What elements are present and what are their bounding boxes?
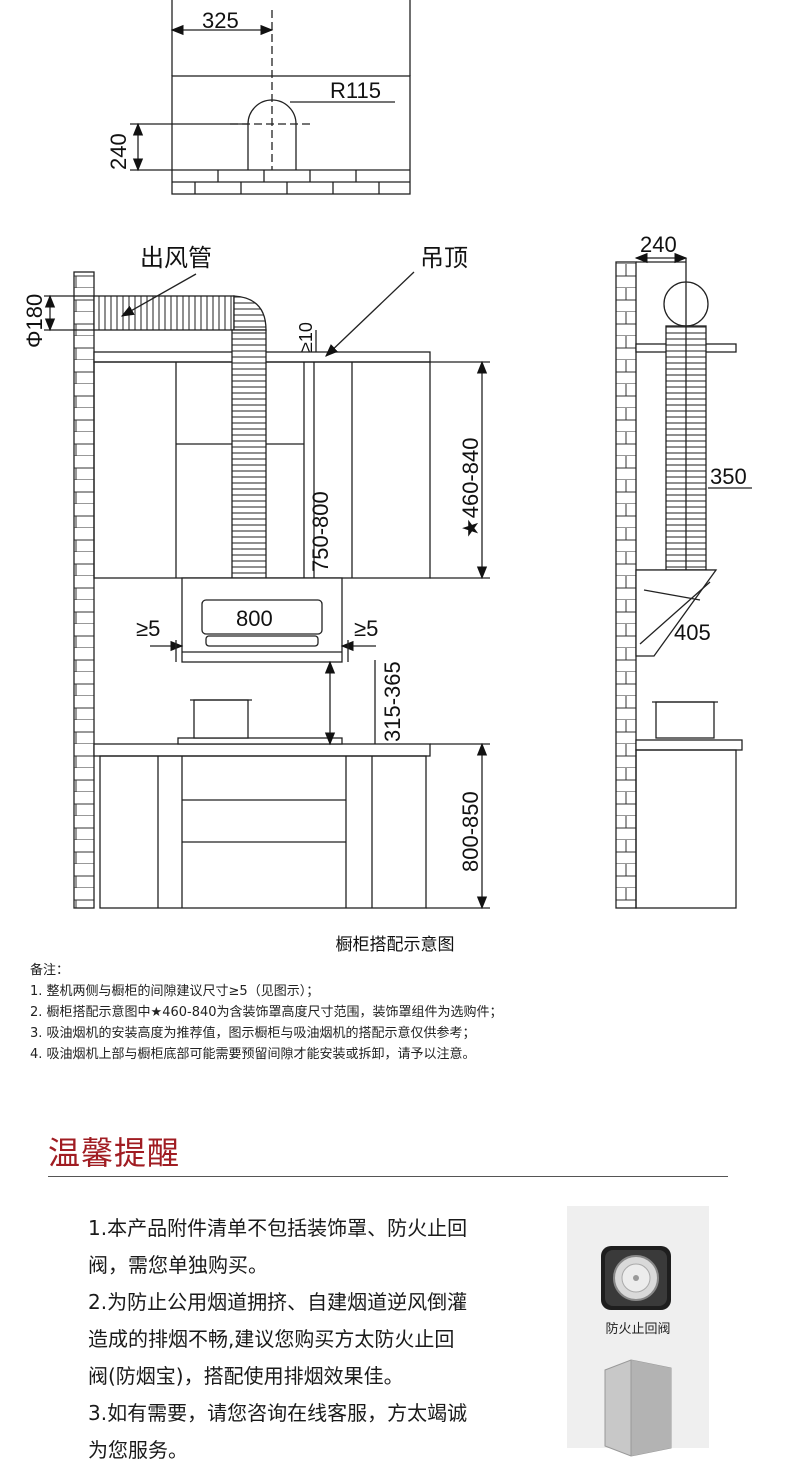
dim-top-width: 325 [202,8,239,33]
dim-side-depth: 240 [640,232,677,257]
dim-gap-left: ≥5 [136,616,160,641]
reminder-line: 阀(防烟宝)，搭配使用排烟效果佳。 [88,1364,404,1388]
note-item: 3. 吸油烟机的安装高度为推荐值，图示橱柜与吸油烟机的搭配示意仅供参考； [30,1026,476,1041]
dim-range-star: ★460-840 [458,438,483,538]
dim-duct-diameter: Φ180 [22,294,47,348]
dim-radius: R115 [330,78,381,103]
front-view [44,271,490,910]
ceiling-label: 吊顶 [420,244,468,272]
dim-gap-right: ≥5 [354,616,378,641]
cabinet-diagram: 325 R115 240 [22,0,752,910]
dim-counter-height: 800-850 [458,791,483,872]
dim-hood-width: 800 [236,606,273,631]
dim-stove-gap: 315-365 [380,661,405,742]
reminder-line: 1.本产品附件清单不包括装饰罩、防火止回 [88,1216,468,1240]
duct-label: 出风管 [140,244,212,272]
note-item: 1. 整机两侧与橱柜的间隙建议尺寸≥5（见图示）； [30,984,320,999]
side-view [615,252,752,909]
reminder-line: 3.如有需要，请您咨询在线客服，方太竭诚 [88,1401,468,1425]
reminder-text: 1.本产品附件清单不包括装饰罩、防火止回 阀，需您单独购买。 2.为防止公用烟道… [88,1210,528,1469]
dim-gap-top: ≥10 [296,322,316,352]
section-divider [48,1176,728,1177]
note-item: 4. 吸油烟机上部与橱柜底部可能需要预留间隙才能安装或拆卸，请予以注意。 [30,1047,476,1062]
notes-block: 备注： 1. 整机两侧与橱柜的间隙建议尺寸≥5（见图示）； 2. 橱柜搭配示意图… [30,960,770,1065]
notes-title: 备注： [30,963,70,978]
dim-hood-depth: 405 [674,620,711,645]
dim-top-height: 240 [106,133,131,170]
decorative-cover-image [604,1359,672,1457]
fire-valve-image [601,1246,671,1310]
reminder-title: 温馨提醒 [48,1134,181,1172]
diagram-caption: 橱柜搭配示意图 [335,935,455,955]
note-item: 2. 橱柜搭配示意图中★460-840为含装饰罩高度尺寸范围，装饰罩组件为选购件… [30,1005,503,1020]
dim-hood-height: 750-800 [308,491,333,572]
accessory-panel: 防火止回阀 [567,1206,709,1457]
reminder-line: 2.为防止公用烟道拥挤、自建烟道逆风倒灌 [88,1290,468,1314]
top-view [130,0,411,195]
fire-valve-label: 防火止回阀 [605,1322,671,1337]
dim-duct-depth: 350 [710,464,747,489]
reminder-line: 为您服务。 [88,1438,188,1462]
reminder-line: 阀，需您单独购买。 [88,1253,268,1277]
reminder-line: 造成的排烟不畅,建议您购买方太防火止回 [88,1327,455,1351]
